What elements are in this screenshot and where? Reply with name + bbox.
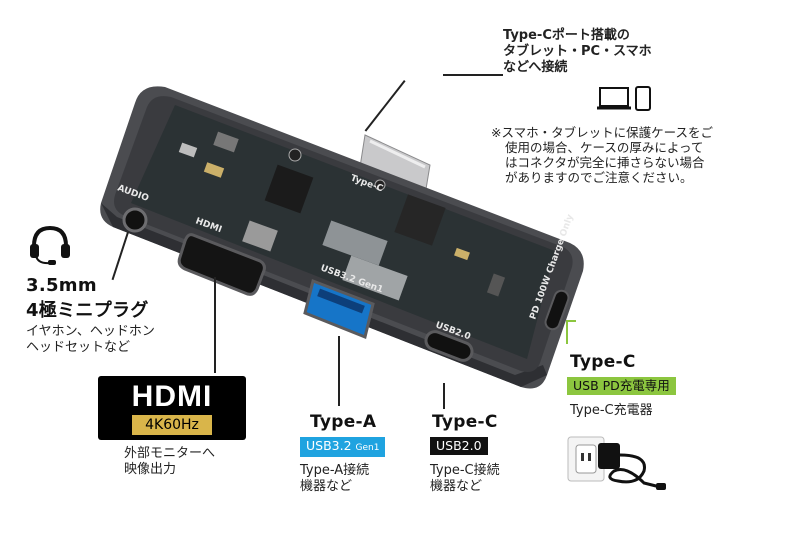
headset-icon	[28, 222, 72, 270]
top-callout-line-3: などへ接続	[503, 60, 568, 75]
type-a-badge-main: USB3.2	[306, 438, 352, 453]
type-a-badge: USB3.2 Gen1	[300, 437, 386, 457]
type-c-data-title: Type-C	[432, 412, 498, 432]
leader-type-a	[338, 336, 340, 406]
audio-plug: 4極ミニプラグ	[26, 300, 149, 321]
type-a-title: Type-A	[310, 412, 377, 432]
hdmi-logo: HDMI	[131, 380, 213, 413]
type-c-data-desc-1: Type-C接続	[430, 463, 500, 478]
type-c-data-desc: Type-C接続 機器など	[430, 463, 500, 495]
top-callout-line-1: Type-Cポート搭載の	[503, 28, 630, 43]
usb-hub-device-image: Type-C AUDIO HDMI USB3.2 Gen1 USB2.0 PD …	[95, 75, 600, 405]
notice-line-3: はコネクタが完全に挿さらない場合	[505, 155, 705, 170]
type-c-pd-title: Type-C	[570, 352, 636, 372]
hdmi-desc-2: 映像出力	[124, 462, 177, 477]
hdmi-resolution: 4K60Hz	[132, 415, 212, 435]
type-a-desc-1: Type-A接続	[300, 463, 370, 478]
type-c-pd-desc: Type-C充電器	[570, 403, 653, 418]
type-a-callout: Type-A	[310, 412, 376, 432]
type-a-badge-sub: Gen1	[355, 443, 380, 453]
type-c-pd-badge: USB PD充電専用	[567, 377, 676, 395]
notice-text: ※スマホ・タブレットに保護ケースをご 使用の場合、ケースの厚みによって はコネク…	[491, 125, 781, 185]
notice-line-4: がありますのでご注意ください。	[505, 170, 693, 185]
laptop-phone-icon	[597, 86, 653, 116]
top-callout-line-2: タブレット・PC・スマホ	[503, 44, 652, 59]
audio-desc-1: イヤホン、ヘッドホン	[26, 324, 155, 339]
charger-icon	[548, 425, 668, 499]
type-a-desc: Type-A接続 機器など	[300, 463, 369, 495]
hdmi-desc-1: 外部モニターへ	[124, 446, 216, 461]
leader-top-h	[443, 74, 503, 76]
leader-hdmi	[214, 277, 216, 373]
leader-type-c	[443, 383, 445, 409]
type-c-data-badge: USB2.0	[430, 437, 488, 455]
type-c-data-desc-2: 機器など	[430, 479, 483, 494]
leader-pd-h	[566, 320, 576, 322]
hdmi-logo-box: HDMI 4K60Hz	[98, 376, 246, 440]
leader-pd	[566, 320, 568, 344]
audio-size: 3.5mm	[26, 275, 97, 296]
type-a-desc-2: 機器など	[300, 479, 353, 494]
type-c-pd-callout: Type-C	[570, 352, 636, 372]
hdmi-desc: 外部モニターへ 映像出力	[124, 446, 215, 478]
notice-line-2: 使用の場合、ケースの厚みによって	[505, 140, 704, 155]
audio-desc-2: ヘッドセットなど	[26, 340, 131, 355]
notice-line-1: ※スマホ・タブレットに保護ケースをご	[491, 125, 713, 140]
type-c-data-callout: Type-C	[432, 412, 498, 432]
audio-callout: 3.5mm 4極ミニプラグ イヤホン、ヘッドホン ヘッドセットなど	[26, 275, 155, 356]
top-callout: Type-Cポート搭載の タブレット・PC・スマホ などへ接続	[503, 28, 703, 76]
